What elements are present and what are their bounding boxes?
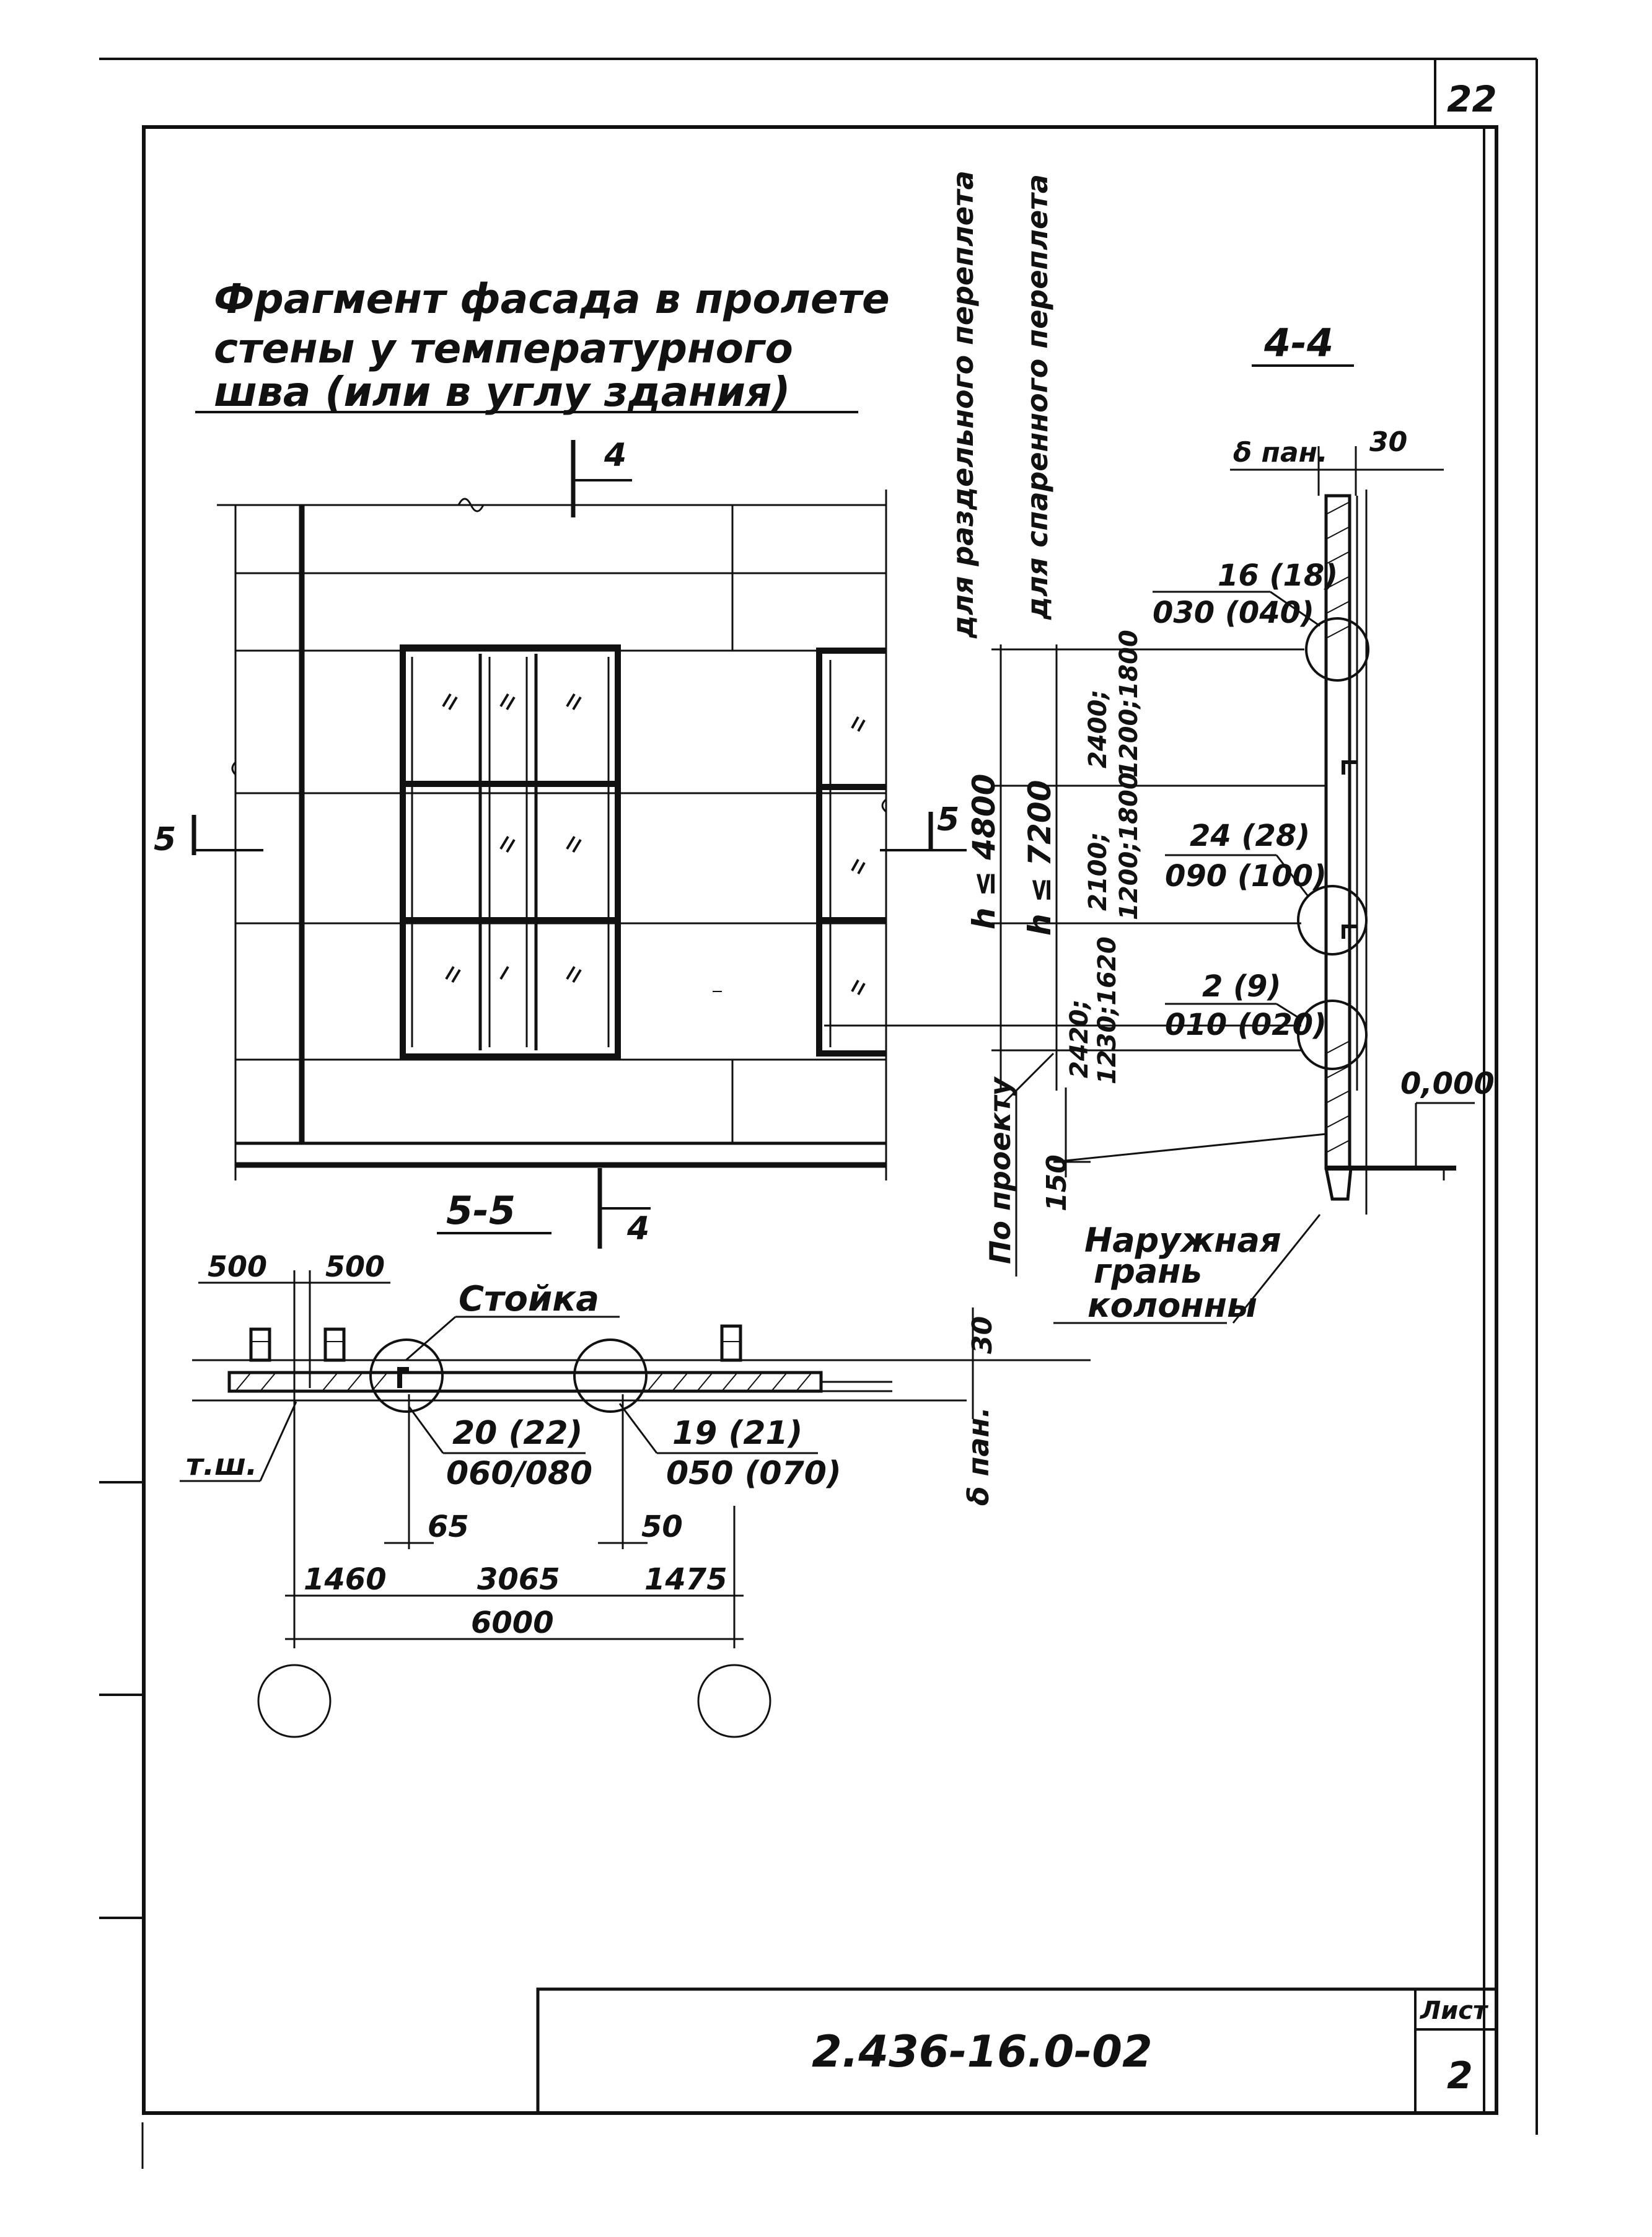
callout-55-right-top: 19 (21) bbox=[672, 1415, 802, 1452]
document-code: 2.436-16.0-02 bbox=[812, 2026, 1153, 2077]
section-55-title: 5-5 bbox=[446, 1188, 516, 1233]
dim-55-65: 65 bbox=[428, 1510, 469, 1544]
section-55-wall bbox=[192, 1324, 1091, 1549]
callout-55-left-bottom: 060/080 bbox=[446, 1455, 592, 1492]
callout-44-2-bottom: 090 (100) bbox=[1165, 859, 1327, 894]
callout-44-1-bottom: 030 (040) bbox=[1153, 596, 1314, 630]
facade-title-line-3: шва (или в углу здания) bbox=[214, 368, 791, 416]
callout-55-right-bottom: 050 (070) bbox=[666, 1455, 841, 1492]
section-44-header-paired: для спаренного переплета bbox=[1021, 174, 1054, 620]
section-mark-5-left-label: 5 bbox=[154, 821, 176, 858]
section-44-wall bbox=[1297, 446, 1475, 1215]
callout-55-left-top: 20 (22) bbox=[452, 1415, 582, 1452]
dim-44-col2-1: 1200;1800 bbox=[1115, 630, 1143, 778]
callout-44-2-top: 24 (28) bbox=[1190, 819, 1310, 853]
sheet-corner-number: 22 bbox=[1447, 78, 1497, 120]
dim-55-50: 50 bbox=[641, 1510, 683, 1544]
h-label-7200: h ≤ 7200 bbox=[1022, 780, 1058, 936]
dim-44-col1-3: 2420; bbox=[1065, 1000, 1094, 1078]
section-mark-4-bottom-label: 4 bbox=[626, 1210, 649, 1247]
dim-55-3065: 3065 bbox=[477, 1562, 560, 1597]
facade-title-line-2: стены у температурного bbox=[214, 325, 793, 372]
section-mark-5-left bbox=[191, 815, 263, 855]
section-44-top-dim: 30 bbox=[1369, 426, 1407, 458]
column-face-note-3: колонны bbox=[1087, 1286, 1257, 1325]
section-mark-4-top bbox=[571, 440, 632, 517]
title-block bbox=[536, 1987, 1498, 2115]
tsh-label: т.ш. bbox=[186, 1448, 257, 1482]
dim-55-30: 30 bbox=[967, 1316, 998, 1354]
section-44-bottom-dim: 150 bbox=[1041, 1154, 1073, 1211]
dim-55-top-2: 500 bbox=[325, 1250, 385, 1283]
section-55-dimension-lines bbox=[257, 1388, 771, 1738]
dim-44-col2-2: 1200;1800 bbox=[1115, 772, 1143, 920]
list-number: 2 bbox=[1447, 2054, 1473, 2098]
facade-elevation bbox=[217, 490, 887, 1180]
list-label: Лист bbox=[1420, 1997, 1489, 2025]
callout-44-3-top: 2 (9) bbox=[1202, 969, 1281, 1004]
section-55-delta-label: δ пан. bbox=[962, 1407, 995, 1506]
po-proektu-label: По проекту bbox=[983, 1076, 1017, 1264]
dim-44-col2-3: 1230;1620 bbox=[1093, 936, 1122, 1084]
stoika-label: Стойка bbox=[459, 1279, 599, 1319]
facade-title: Фрагмент фасада в пролете стены у темпер… bbox=[195, 275, 890, 416]
section-44-dimension-lines bbox=[824, 644, 1327, 1177]
dim-44-col1-2: 2100; bbox=[1084, 832, 1112, 911]
column-face-note-2: грань bbox=[1094, 1252, 1202, 1291]
callout-44-1-top: 16 (18) bbox=[1218, 558, 1338, 593]
section-mark-4-bottom bbox=[597, 1168, 651, 1249]
window-block bbox=[400, 644, 621, 1060]
section-44-header-separate: для раздельного переплета bbox=[946, 170, 980, 639]
section-mark-4-top-label: 4 bbox=[604, 437, 626, 474]
column-face-note-1: Наружная bbox=[1084, 1221, 1281, 1260]
section-mark-5-right bbox=[880, 812, 967, 851]
section-mark-5-right-label: 5 bbox=[937, 801, 959, 838]
window-partial bbox=[816, 648, 886, 1057]
dim-55-top-1: 500 bbox=[208, 1250, 267, 1283]
dim-55-1475: 1475 bbox=[644, 1562, 727, 1597]
h-label-4800: h ≤ 4800 bbox=[966, 774, 1002, 930]
section-44-title: 4-4 bbox=[1263, 320, 1333, 366]
dim-55-1460: 1460 bbox=[304, 1562, 387, 1597]
dim-44-col1-1: 2400; bbox=[1084, 690, 1112, 768]
section-44-delta-label: δ пан. bbox=[1233, 437, 1328, 468]
dim-55-6000: 6000 bbox=[471, 1606, 554, 1640]
zero-level-mark: 0,000 bbox=[1400, 1066, 1495, 1101]
facade-title-line-1: Фрагмент фасада в пролете bbox=[214, 275, 890, 323]
